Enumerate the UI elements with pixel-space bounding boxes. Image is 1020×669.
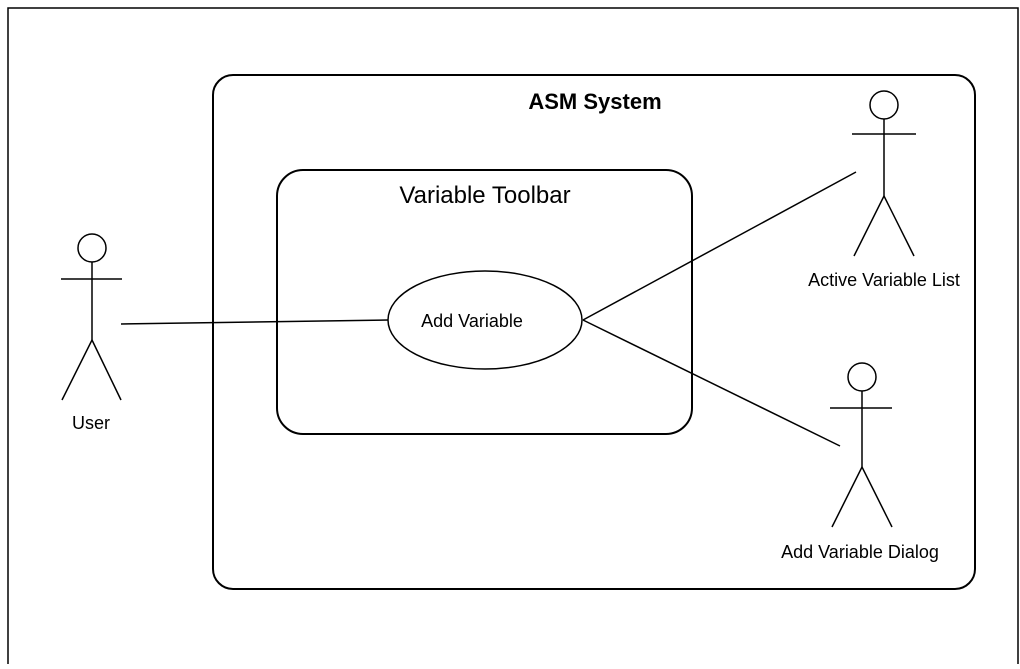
subsystem-boundary-box [276, 169, 693, 435]
stick-figure-icon [830, 362, 893, 528]
actor-user: User [61, 233, 122, 433]
stick-figure-icon [61, 233, 122, 401]
subsystem-boundary: Variable Toolbar [276, 169, 693, 435]
stick-figure-icon [852, 90, 916, 257]
actor-add-variable-dialog: Add Variable Dialog [781, 362, 939, 562]
association-add-variable-add-variable-dialog [582, 319, 841, 447]
use-case-add-variable: Add Variable [387, 270, 583, 370]
actor-label: User [72, 413, 110, 433]
actor-label: Add Variable Dialog [781, 542, 939, 562]
actor-label: Active Variable List [808, 270, 960, 290]
system-boundary-box [212, 74, 976, 590]
system-label: ASM System [528, 89, 661, 114]
system-boundary: ASM System [212, 74, 976, 590]
use-case-ellipse [387, 270, 583, 370]
association-user-add-variable [120, 319, 389, 325]
subsystem-label: Variable Toolbar [399, 182, 570, 209]
associations [120, 171, 857, 447]
use-case-label: Add Variable [421, 311, 523, 331]
actor-active-variable-list: Active Variable List [808, 90, 960, 290]
association-add-variable-active-variable-list [582, 171, 857, 321]
